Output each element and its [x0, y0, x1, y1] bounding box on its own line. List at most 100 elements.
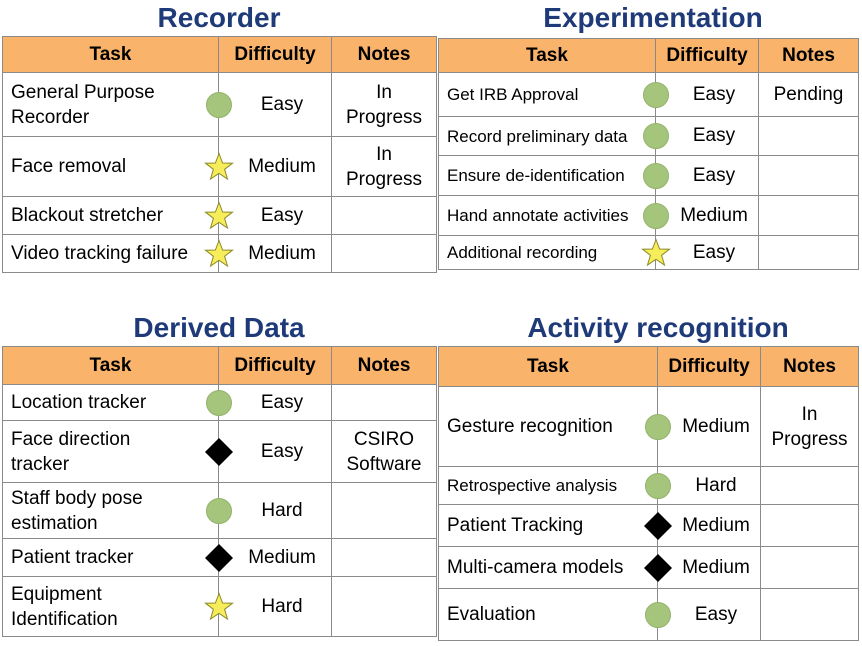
notes-cell [758, 155, 859, 196]
difficulty-header: Difficulty [218, 346, 332, 385]
table-row: Equipment Identification Hard [2, 576, 437, 637]
task-cell: General Purpose Recorder [2, 72, 219, 137]
difficulty-label: Easy [260, 204, 304, 226]
task-label: Ensure de-identification [447, 166, 625, 185]
table-row: Video tracking failure Medium [2, 234, 437, 273]
task-header: Task [2, 36, 219, 73]
task-label: Record preliminary data [447, 126, 628, 146]
green-circle-icon [641, 121, 671, 151]
difficulty-cell: Medium [644, 546, 761, 589]
difficulty-label: Easy [692, 83, 736, 105]
experimentation-panel: Experimentation Task Difficulty Notes Ge… [438, 2, 859, 272]
notes-cell: In Progress [331, 136, 437, 197]
task-label: Hand annotate activities [447, 206, 629, 225]
task-label: Patient tracker [11, 547, 134, 568]
difficulty-label: Hard [695, 474, 737, 496]
notes-label: In Progress [345, 143, 423, 190]
difficulty-label: Medium [682, 415, 750, 437]
yellow-star-icon [204, 151, 234, 182]
panel-title: Recorder [157, 2, 281, 33]
table-row: Ensure de-identification Easy [438, 155, 859, 196]
task-label: Video tracking failure [11, 243, 189, 264]
green-circle-icon [643, 412, 673, 442]
task-label: Location tracker [11, 392, 147, 413]
notes-cell: Pending [758, 72, 859, 117]
difficulty-label: Medium [682, 556, 750, 578]
green-circle-icon [643, 600, 673, 630]
task-label: Staff body pose estimation [11, 487, 143, 534]
task-cell: Get IRB Approval [438, 72, 656, 117]
difficulty-cell: Hard [206, 482, 332, 539]
notes-cell [331, 576, 437, 637]
yellow-star-icon [204, 591, 234, 622]
difficulty-label: Easy [692, 125, 736, 146]
notes-cell [331, 196, 437, 235]
notes-header: Notes [760, 346, 859, 387]
green-circle-icon [204, 90, 234, 120]
difficulty-label: Hard [261, 595, 303, 617]
recorder-panel: Recorder Task Difficulty Notes General P… [2, 2, 437, 273]
task-label: Face direction tracker [11, 428, 131, 475]
table-row: Record preliminary data Easy [438, 116, 859, 156]
table-row: Gesture recognition Medium In Progress [438, 386, 859, 467]
task-cell: Evaluation [438, 588, 658, 641]
difficulty-label: Medium [682, 514, 750, 536]
activity-recognition-panel: Activity recognition Task Difficulty Not… [438, 312, 859, 642]
difficulty-label: Medium [680, 204, 748, 226]
task-cell: Location tracker [2, 384, 219, 421]
notes-label: Pending [773, 84, 844, 105]
task-cell: Patient Tracking [438, 504, 658, 547]
task-header: Task [2, 346, 219, 385]
task-header: Task [438, 346, 658, 387]
difficulty-cell: Medium [644, 504, 761, 547]
task-label: Face removal [11, 156, 127, 177]
notes-cell [331, 538, 437, 577]
difficulty-label: Medium [248, 546, 316, 568]
task-cell: Hand annotate activities [438, 195, 656, 236]
task-cell: Multi-camera models [438, 546, 658, 589]
notes-header: Notes [331, 346, 437, 385]
panel-title: Derived Data [133, 312, 305, 343]
difficulty-label: Medium [248, 155, 316, 177]
task-label: Patient Tracking [447, 515, 584, 536]
task-header: Task [438, 38, 656, 73]
notes-cell [760, 588, 859, 641]
green-circle-icon [641, 80, 671, 110]
task-label: Equipment Identification [11, 583, 118, 630]
task-cell: Equipment Identification [2, 576, 219, 637]
table-row: Blackout stretcher Easy [2, 196, 437, 235]
difficulty-cell: Hard [204, 576, 332, 637]
green-circle-icon [204, 388, 234, 418]
task-cell: Ensure de-identification [438, 155, 656, 196]
recorder-table: Task Difficulty Notes General Purpose Re… [2, 36, 437, 273]
table-row: Get IRB Approval Easy Pending [438, 72, 859, 117]
panel-title: Experimentation [543, 2, 763, 33]
table-row: Patient Tracking Medium [438, 504, 859, 547]
notes-cell: CSIRO Software [331, 420, 437, 483]
activity-recognition-table: Task Difficulty Notes Gesture recognitio… [438, 346, 859, 641]
table-row: Hand annotate activities Medium [438, 195, 859, 236]
black-diamond-icon [204, 437, 234, 467]
derived-data-table: Task Difficulty Notes Location tracker E… [2, 346, 437, 637]
task-label: Retrospective analysis [447, 476, 618, 495]
difficulty-cell: Medium [645, 386, 761, 467]
black-diamond-icon [204, 543, 234, 573]
notes-cell [758, 235, 859, 270]
task-cell: Retrospective analysis [438, 466, 658, 505]
notes-cell [760, 546, 859, 589]
table-row: Multi-camera models Medium [438, 546, 859, 589]
table-row: Evaluation Easy [438, 588, 859, 641]
task-cell: Face removal [2, 136, 219, 197]
difficulty-cell: Easy [205, 420, 332, 483]
green-circle-icon [643, 471, 673, 501]
notes-label: In Progress [345, 81, 423, 128]
difficulty-label: Easy [260, 440, 304, 462]
difficulty-header: Difficulty [655, 38, 759, 73]
task-label: Multi-camera models [447, 557, 624, 578]
notes-cell: In Progress [760, 386, 859, 467]
difficulty-label: Easy [692, 241, 736, 263]
notes-header: Notes [758, 38, 859, 73]
table-row: Patient tracker Medium [2, 538, 437, 577]
notes-cell [758, 195, 859, 236]
difficulty-header: Difficulty [218, 36, 332, 73]
